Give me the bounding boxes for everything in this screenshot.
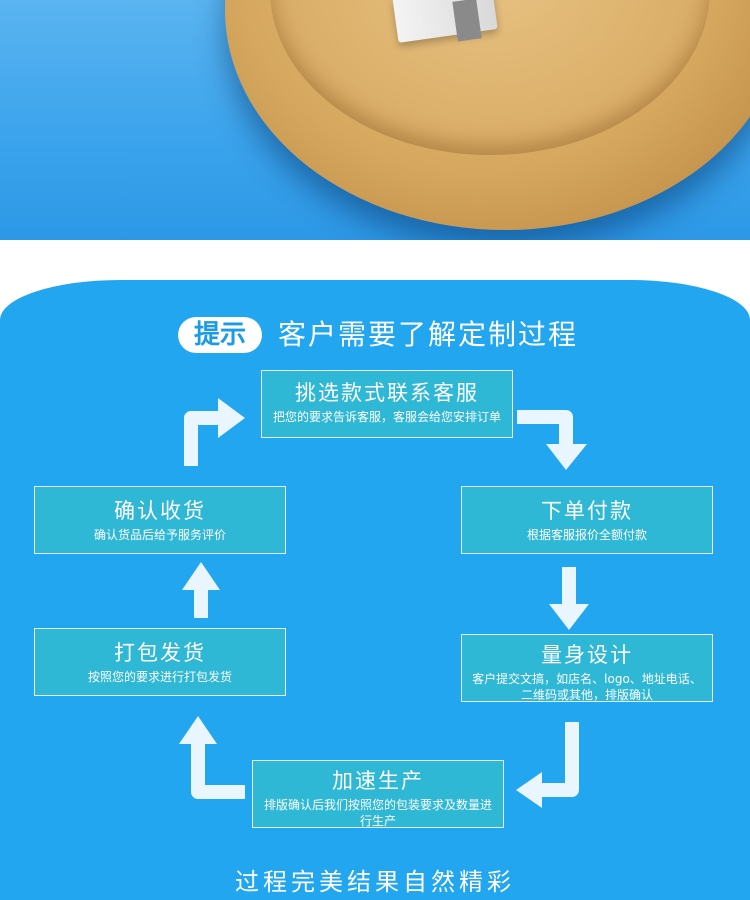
arrow-3-to-4 [540, 722, 579, 797]
step-title: 打包发货 [114, 641, 206, 665]
step-confirm-receipt: 确认收货 确认货品后给予服务评价 [34, 486, 286, 554]
step-design: 量身设计 客户提交文搞，如店名、logo、地址电话、二维码或其他，排版确认 [461, 634, 713, 702]
arrow-1-to-2 [517, 410, 573, 446]
product-photo [0, 0, 750, 240]
arrowhead-5-to-6 [182, 562, 220, 590]
step-title: 确认收货 [114, 499, 206, 523]
heading-title: 客户需要了解定制过程 [278, 318, 579, 351]
arrow-4-to-5 [191, 742, 245, 799]
step-payment: 下单付款 根据客服报价全额付款 [461, 486, 713, 554]
arrowhead-1-to-2 [546, 444, 587, 470]
step-desc: 按照您的要求进行打包发货 [87, 670, 232, 684]
step-title: 挑选款式联系客服 [295, 381, 479, 405]
step-production: 加速生产 排版确认后我们按照您的包装要求及数量进行生产 [252, 760, 504, 828]
arrowhead-4-to-5 [179, 716, 217, 744]
step-desc: 根据客服报价全额付款 [526, 528, 647, 542]
step-shipping: 打包发货 按照您的要求进行打包发货 [34, 628, 286, 696]
arrow-6-to-1 [184, 411, 220, 466]
step-desc: 客户提交文搞，如店名、logo、地址电话、二维码或其他，排版确认 [472, 672, 702, 702]
arrowhead-3-to-4 [516, 772, 542, 808]
step-desc: 确认货品后给予服务评价 [93, 528, 226, 542]
step-desc: 把您的要求告诉客服，客服会给您安排订单 [272, 410, 501, 424]
step-title: 量身设计 [541, 643, 633, 667]
step-desc: 排版确认后我们按照您的包装要求及数量进行生产 [263, 798, 492, 828]
step-select-style: 挑选款式联系客服 把您的要求告诉客服，客服会给您安排订单 [261, 370, 513, 438]
step-title: 下单付款 [541, 499, 633, 523]
arrowhead-6-to-1 [218, 398, 245, 438]
footer-slogan: 过程完美结果自然精彩 [235, 868, 515, 896]
tip-badge: 提示 [178, 317, 262, 353]
arrowhead-2-to-3 [549, 604, 589, 630]
step-title: 加速生产 [332, 769, 424, 793]
process-heading: 提示 客户需要了解定制过程 [0, 317, 750, 357]
